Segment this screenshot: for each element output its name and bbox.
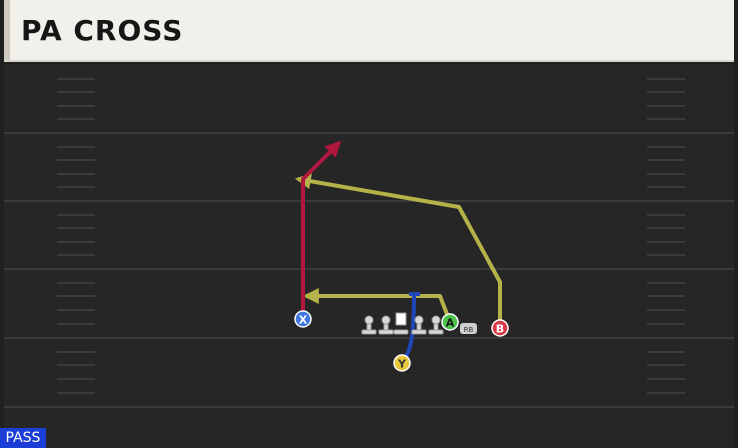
player-a-label: A	[446, 317, 455, 330]
player-x-label: X	[299, 314, 308, 327]
player-y-label: Y	[397, 358, 407, 371]
field	[4, 64, 734, 448]
player-a[interactable]: A	[441, 313, 459, 331]
lineman-icon	[428, 315, 444, 335]
offensive-line	[361, 312, 444, 335]
route-x	[301, 140, 342, 319]
rb-tag: RB	[464, 326, 474, 334]
player-b-label: B	[496, 323, 504, 336]
player-b[interactable]: B	[491, 319, 509, 337]
route-y	[400, 293, 416, 364]
route-b	[294, 173, 502, 328]
player-y[interactable]: Y	[393, 354, 411, 372]
play-type-badge: PASS	[0, 428, 46, 448]
hash-marks-right	[647, 78, 685, 394]
play-header: PA CROSS	[4, 0, 734, 60]
lineman-icon	[411, 315, 427, 335]
hash-marks-left	[57, 78, 95, 394]
center-icon	[393, 312, 409, 335]
route-a	[302, 288, 452, 323]
play-title: PA CROSS	[21, 14, 184, 47]
lineman-icon	[361, 315, 377, 335]
player-x[interactable]: X	[294, 310, 312, 328]
yard-lines	[4, 132, 734, 408]
header-edge	[4, 0, 10, 60]
lineman-icon	[378, 315, 394, 335]
rb-icon: RB	[460, 323, 477, 334]
